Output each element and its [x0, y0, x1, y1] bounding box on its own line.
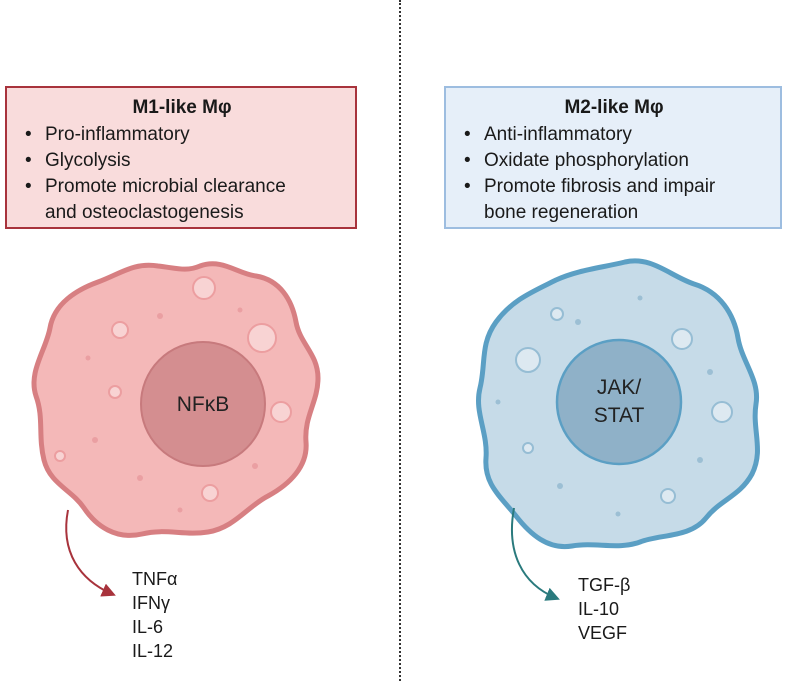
m1-bullet: Glycolysis	[21, 148, 343, 174]
m2-secretion-arrow	[510, 507, 560, 601]
m2-bullet-continuation: bone regeneration	[484, 202, 639, 223]
m1-cytokine: IL-12	[132, 641, 174, 661]
m2-dot	[637, 295, 643, 301]
m2-cytokine: VEGF	[578, 623, 628, 643]
m1-nucleus-label: NFκB	[177, 393, 230, 416]
m1-bullet: Pro-inflammatory	[21, 122, 343, 148]
m1-dot	[137, 475, 143, 481]
m2-vesicle	[550, 307, 564, 321]
m1-vesicle	[108, 385, 122, 399]
m2-cytokine: IL-10	[578, 599, 620, 619]
m2-dot	[495, 399, 501, 405]
m1-dot	[85, 355, 91, 361]
m1-vesicle	[201, 484, 219, 502]
m2-dot	[707, 369, 713, 375]
m1-dot	[237, 307, 243, 313]
center-divider	[399, 0, 401, 681]
m2-title: M2-like Mφ	[564, 97, 664, 118]
m1-dot	[177, 507, 183, 513]
m2-cytokine: TGF-β	[578, 575, 631, 595]
m2-dot	[615, 511, 621, 517]
m2-bullet: Anti-inflammatory	[460, 122, 768, 148]
m1-bullet-list: Pro-inflammatory Glycolysis Promote micr…	[21, 122, 343, 200]
m1-info-box: M1-like Mφ Pro-inflammatory Glycolysis P…	[5, 86, 357, 229]
m1-cytokine-list: TNFα IFNγ IL-6 IL-12	[132, 567, 177, 663]
m2-macrophage-cell: JAK/ STAT	[476, 258, 760, 550]
m2-bullet: Oxidate phosphorylation	[460, 148, 768, 174]
m1-vesicle	[270, 401, 292, 423]
m2-nucleus	[555, 338, 683, 466]
m2-info-box: M2-like Mφ Anti-inflammatory Oxidate pho…	[444, 86, 782, 229]
m2-cytokine-list: TGF-β IL-10 VEGF	[578, 573, 630, 645]
m2-dot	[557, 483, 563, 489]
m2-vesicle	[660, 488, 676, 504]
m1-cytokine: IFNγ	[132, 593, 170, 613]
m1-cytokine: TNFα	[132, 569, 178, 589]
m2-bullet: Promote fibrosis and impair	[460, 174, 768, 200]
m1-title: M1-like Mφ	[132, 97, 232, 118]
m1-cytokine: IL-6	[132, 617, 164, 637]
m1-nucleus	[140, 341, 266, 467]
m2-vesicle	[671, 328, 693, 350]
m1-secretion-arrow	[65, 509, 116, 597]
m2-dot	[697, 457, 703, 463]
m1-vesicle	[247, 323, 277, 353]
m1-vesicle	[111, 321, 129, 339]
m2-vesicle	[522, 442, 534, 454]
m1-dot	[92, 437, 98, 443]
m2-nucleus-label-line1: JAK/	[597, 376, 642, 399]
m1-dot	[157, 313, 163, 319]
m2-bullet-list: Anti-inflammatory Oxidate phosphorylatio…	[460, 122, 768, 200]
m1-bullet-continuation: and osteoclastogenesis	[45, 202, 244, 223]
m1-dot	[252, 463, 258, 469]
m2-vesicle	[515, 347, 541, 373]
m1-vesicle	[54, 450, 66, 462]
m1-bullet: Promote microbial clearance	[21, 174, 343, 200]
m2-dot	[575, 319, 581, 325]
m1-macrophage-cell: NFκB	[31, 261, 321, 538]
m1-vesicle	[192, 276, 216, 300]
m2-vesicle	[711, 401, 733, 423]
m2-nucleus-label-line2: STAT	[594, 404, 645, 427]
